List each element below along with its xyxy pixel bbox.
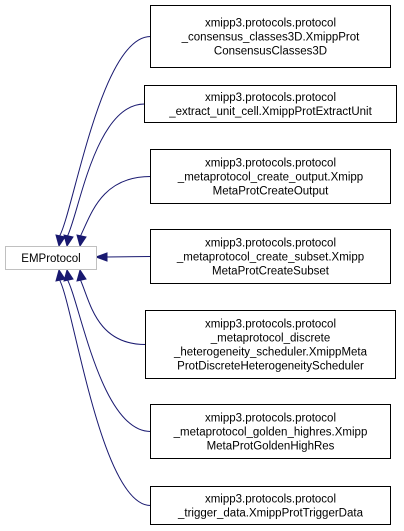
inheritance-edge [66,278,151,432]
derived-class-node[interactable]: xmipp3.protocols.protocol _trigger_data.X… [150,486,391,525]
derived-class-box [150,229,391,284]
derived-class-node[interactable]: xmipp3.protocols.protocol _metaprotocol_d… [145,310,396,379]
derived-class-label-line: _trigger_data.XmippProtTriggerData [177,508,364,520]
derived-class-label-line: MetaProtGoldenHighRes [207,441,335,453]
derived-class-label-line: xmipp3.protocols.protocol [205,158,336,170]
inheritance-edge [79,278,146,345]
base-class-box [5,246,97,270]
inheritance-arrowhead [63,268,74,282]
inheritance-arrowhead [55,268,66,282]
inheritance-edge [66,103,145,238]
derived-class-label-line: _extract_unit_cell.XmippProtExtractUnit [168,106,372,118]
derived-class-label-line: MetaProtCreateOutput [213,186,330,198]
derived-class-node[interactable]: xmipp3.protocols.protocol _extract_unit_c… [144,85,397,123]
derived-class-box [145,310,396,379]
derived-class-box [150,486,391,525]
inheritance-edge [79,176,151,238]
inheritance-edge [58,278,151,506]
derived-class-label-line: _metaprotocol_create_output.Xmipp [177,172,363,184]
derived-class-label-line: MetaProtCreateSubset [212,266,330,278]
derived-class-label-line: ConsensusClasses3D [214,46,327,58]
inheritance-arrowhead [63,234,74,248]
derived-classes: xmipp3.protocols.protocol _consensus_clas… [144,5,397,525]
derived-class-label-line: ProtDiscreteHeterogeneityScheduler [177,361,364,373]
derived-class-label-line: xmipp3.protocols.protocol [205,413,336,425]
inheritance-edge [58,36,151,238]
derived-class-label-line: _heterogeneity_scheduler.XmippMeta [173,347,368,359]
derived-class-label-line: xmipp3.protocols.protocol [205,494,336,506]
derived-class-box [150,404,391,459]
derived-class-label-line: xmipp3.protocols.protocol [205,92,336,104]
derived-class-label-line: xmipp3.protocols.protocol [205,319,336,331]
derived-class-label-line: _metaprotocol_golden_highres.Xmipp [173,427,368,439]
inheritance-edge [105,256,151,258]
base-class-node[interactable]: EMProtocol [5,246,97,270]
derived-class-box [150,149,391,204]
derived-class-node[interactable]: xmipp3.protocols.protocol _metaprotocol_g… [150,404,391,459]
derived-class-node[interactable]: xmipp3.protocols.protocol _metaprotocol_c… [150,149,391,204]
inheritance-arrowhead [76,268,87,282]
edges [55,36,151,506]
derived-class-label-line: _metaprotocol_create_subset.Xmipp [176,252,364,264]
base-class-label: EMProtocol [21,253,80,265]
derived-class-label-line: _consensus_classes3D.XmippProt [181,32,361,44]
derived-class-box [144,85,397,123]
derived-class-label-line: xmipp3.protocols.protocol [205,238,336,250]
derived-class-label-line: xmipp3.protocols.protocol [205,18,336,30]
derived-class-node[interactable]: xmipp3.protocols.protocol _consensus_clas… [150,5,391,68]
inheritance-arrowhead [94,252,108,262]
derived-class-box [150,5,391,68]
inheritance-arrowhead [76,234,87,248]
derived-class-label-line: _metaprotocol_discrete [210,333,331,345]
derived-class-node[interactable]: xmipp3.protocols.protocol _metaprotocol_c… [150,229,391,284]
inheritance-arrowhead [55,234,66,248]
